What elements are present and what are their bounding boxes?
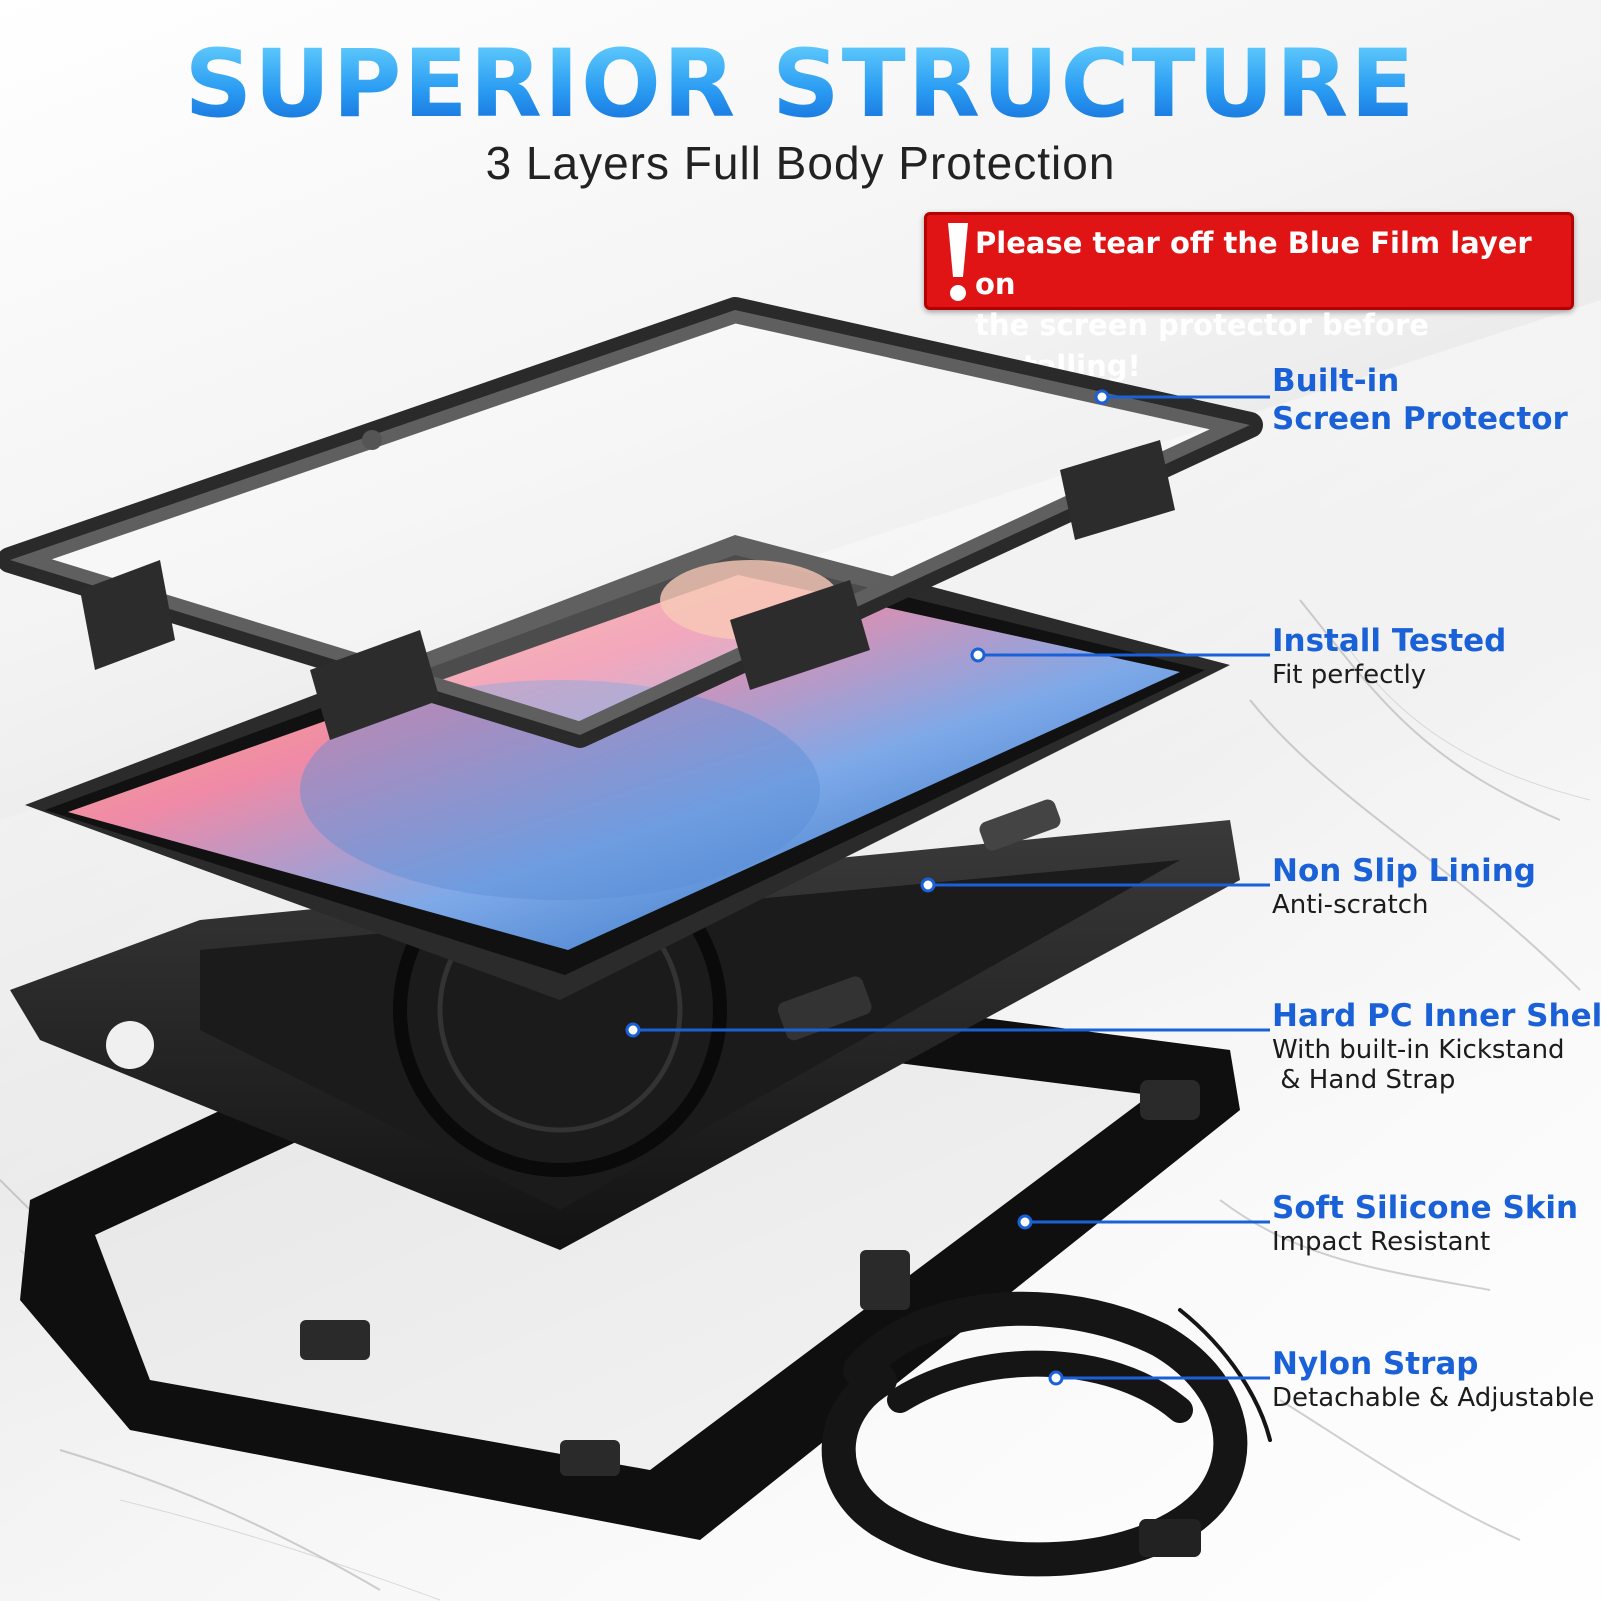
feature-desc: & Hand Strap [1272,1065,1456,1095]
feature-non-slip-lining: Non Slip Lining Anti-scratch [1272,852,1536,920]
feature-silicone-skin: Soft Silicone Skin Impact Resistant [1272,1189,1578,1257]
feature-title: Non Slip Lining [1272,853,1536,889]
exclamation-icon [948,223,968,301]
feature-title: Nylon Strap [1272,1346,1479,1382]
feature-title: Built-in [1272,363,1400,399]
feature-title: Soft Silicone Skin [1272,1190,1579,1226]
feature-desc: Impact Resistant [1272,1227,1491,1257]
feature-hard-pc-shell: Hard PC Inner Shell With built-in Kickst… [1272,997,1601,1095]
tablet [25,535,1230,1000]
page-title: SUPERIOR STRUCTURE [0,30,1601,139]
feature-nylon-strap: Nylon Strap Detachable & Adjustable [1272,1345,1594,1413]
page-subtitle: 3 Layers Full Body Protection [485,137,1116,189]
feature-title: Install Tested [1272,623,1507,659]
feature-desc: Detachable & Adjustable [1272,1383,1595,1413]
feature-screen-protector: Built-in Screen Protector [1272,362,1568,438]
feature-install-tested: Install Tested Fit perfectly [1272,622,1506,690]
feature-title: Screen Protector [1272,401,1568,437]
screen-protector-frame [0,297,1263,748]
feature-desc: With built-in Kickstand [1272,1035,1565,1065]
nylon-strap [821,1291,1272,1577]
feature-desc: Fit perfectly [1272,660,1427,690]
feature-title: Hard PC Inner Shell [1272,998,1601,1034]
warning-line-1: Please tear off the Blue Film layer on [975,226,1532,301]
feature-desc: Anti-scratch [1272,890,1429,920]
